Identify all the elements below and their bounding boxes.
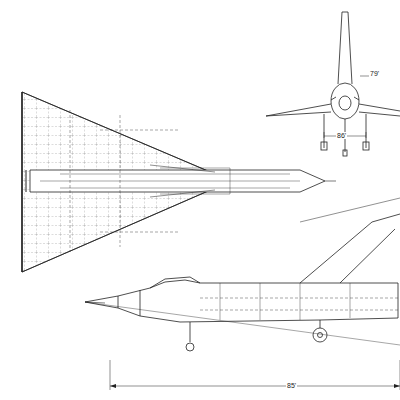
front-view: [266, 12, 400, 156]
dimension-label: 86': [336, 132, 347, 139]
dimension-label: 79': [369, 70, 380, 77]
side-view: [85, 198, 400, 390]
dimension-label: 85': [286, 382, 297, 389]
plan-view: [22, 92, 336, 272]
